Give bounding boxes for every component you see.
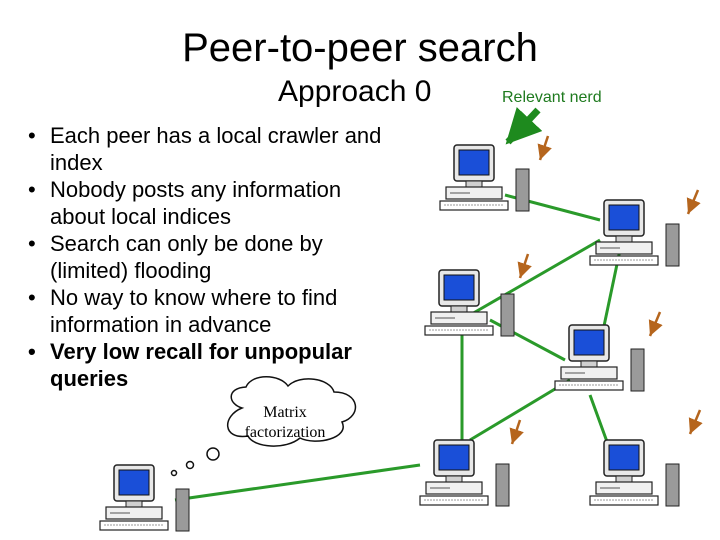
bullet-list: •Each peer has a local crawler and index… (22, 122, 402, 392)
query-arrow-icon (517, 253, 532, 279)
bullet-text: Search can only be done by (limited) flo… (50, 231, 323, 283)
bullet-item: •Very low recall for unpopular queries (28, 339, 352, 391)
peer-computer-icon (589, 439, 680, 507)
network-link (174, 463, 421, 502)
bullet-text: Each peer has a local crawler and index (50, 123, 382, 175)
flood-arrows (509, 135, 703, 445)
network-link (469, 238, 601, 317)
relevant-nerd-arrow-icon (505, 107, 543, 145)
query-arrow-icon (686, 189, 701, 215)
bullet-text: Very low recall for unpopular queries (50, 339, 352, 391)
peer-computer-icon (589, 199, 680, 267)
query-arrow-icon (688, 409, 703, 435)
network-link (469, 378, 571, 442)
thought-bubble-icon (170, 376, 357, 477)
page-subtitle: Approach 0 (278, 75, 432, 108)
network-links (174, 193, 622, 502)
bullet-item: •No way to know where to find informatio… (28, 285, 338, 337)
bullet-item: •Each peer has a local crawler and index (28, 123, 382, 175)
bullet-text: No way to know where to find information… (50, 285, 338, 337)
query-arrow-icon (509, 419, 524, 445)
bullet-item: •Search can only be done by (limited) fl… (28, 231, 323, 283)
query-arrow-icon (648, 311, 663, 337)
peer-computer-icon (439, 144, 530, 212)
page-title: Peer-to-peer search (182, 26, 538, 70)
query-arrow-icon (537, 135, 552, 161)
bullet-text: Nobody posts any information about local… (50, 177, 342, 229)
bullet-item: •Nobody posts any information about loca… (28, 177, 342, 229)
relevant-nerd-label: Relevant nerd (502, 89, 602, 106)
peer-computer-icon (424, 269, 515, 337)
peer-computer-icon (419, 439, 510, 507)
thought-bubble-text: Matrix factorization (244, 404, 326, 441)
peer-computer-icon (554, 324, 645, 392)
